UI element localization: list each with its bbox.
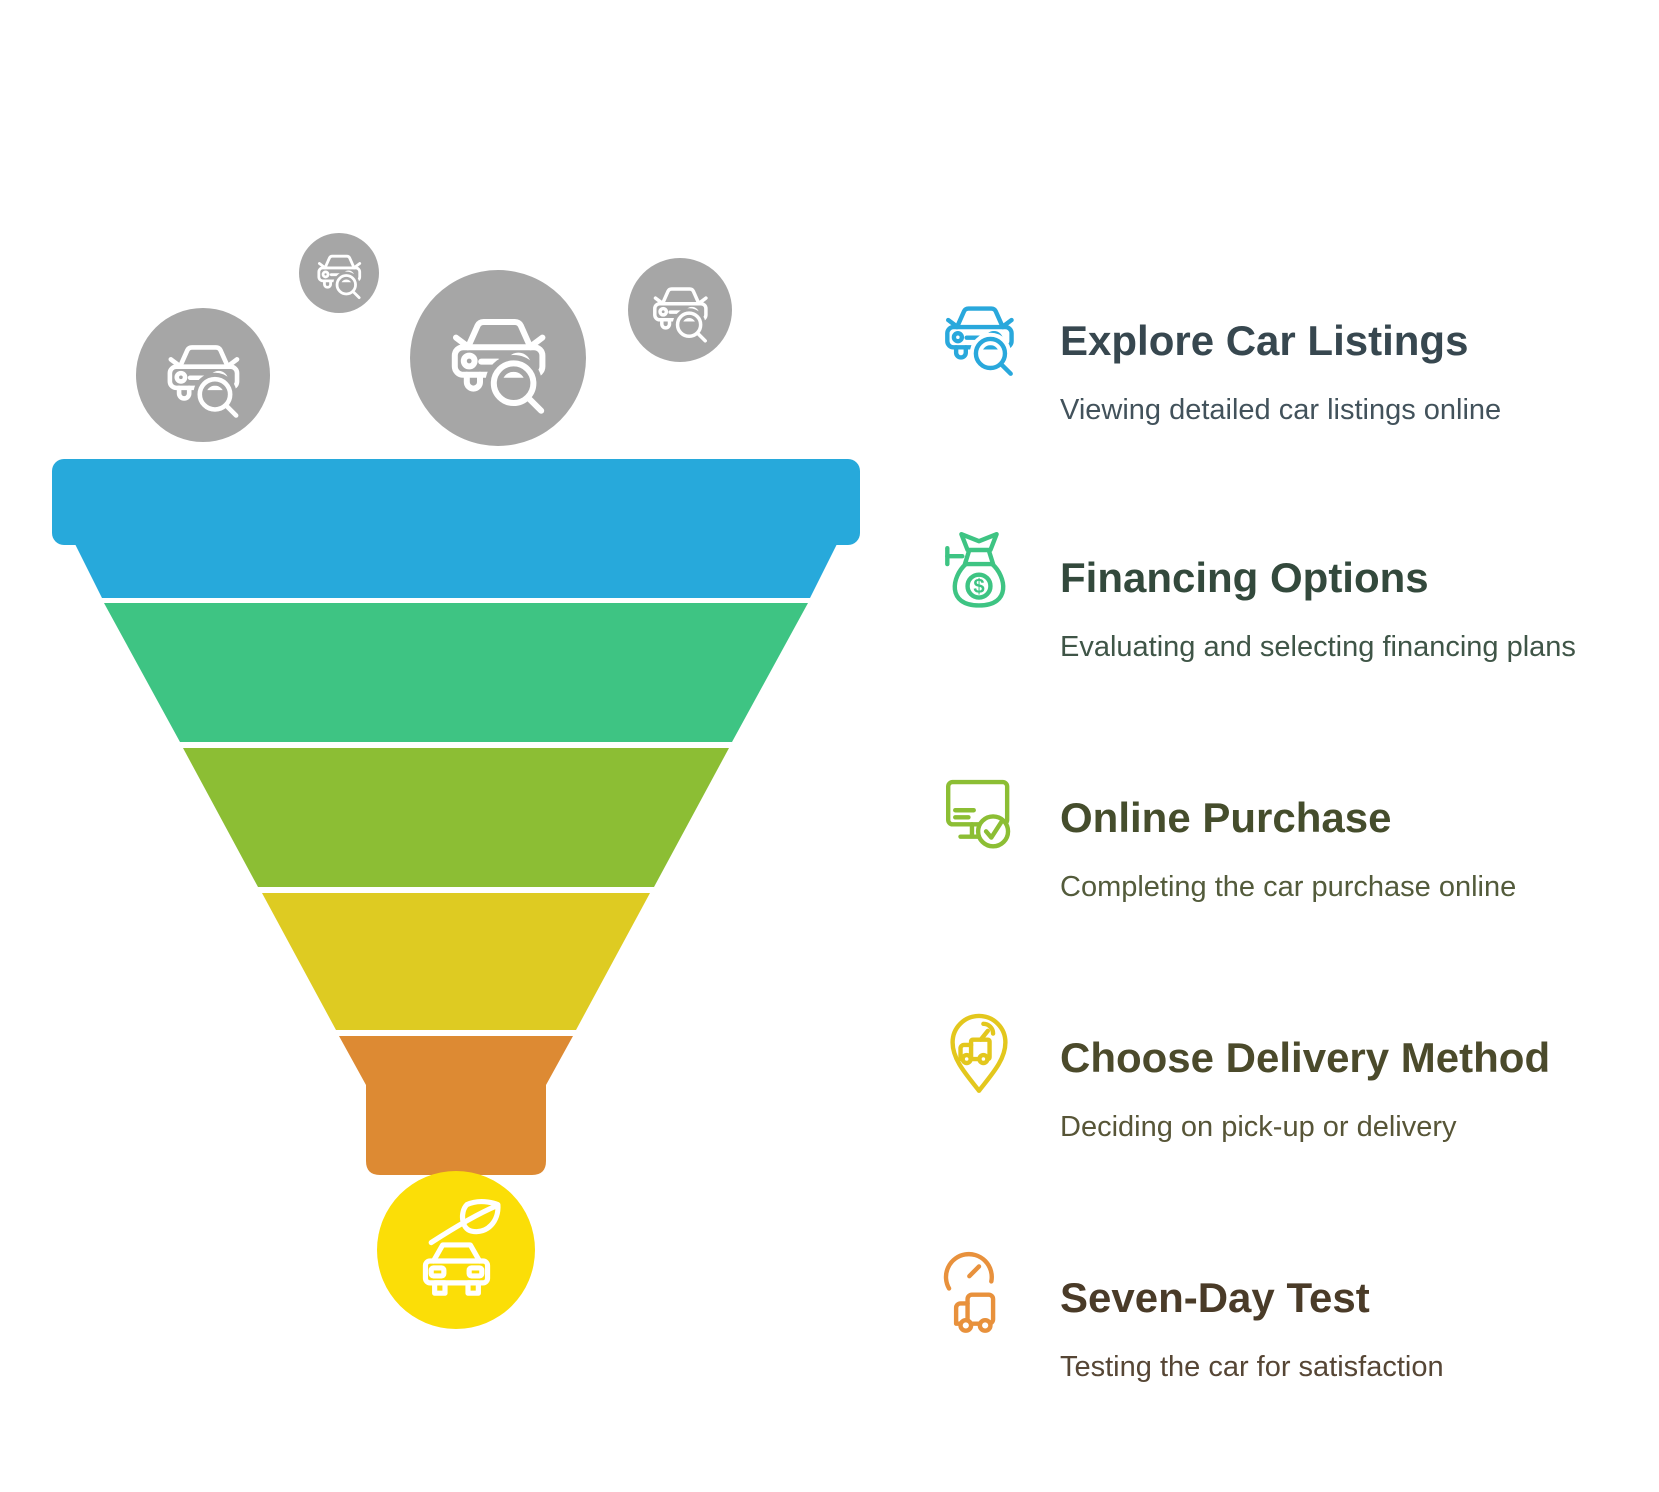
step-choose-delivery-method: Choose Delivery Method Deciding on pick-… bbox=[935, 1008, 1550, 1144]
step-title: Choose Delivery Method bbox=[1060, 1034, 1551, 1081]
funnel-stage-1 bbox=[73, 540, 839, 598]
step-subtitle: Deciding on pick-up or delivery bbox=[1060, 1111, 1457, 1143]
funnel-bubbles bbox=[136, 233, 732, 446]
funnel-stage-5-spout bbox=[339, 1036, 573, 1175]
funnel-svg: $ bbox=[52, 233, 860, 1329]
funnel-stage-2 bbox=[104, 603, 808, 742]
step-explore-car-listings: Explore Car Listings Viewing detailed ca… bbox=[935, 291, 1501, 427]
funnel-stages bbox=[52, 459, 860, 1175]
funnel-stage-3 bbox=[183, 748, 729, 887]
car-search-icon bbox=[935, 291, 1023, 379]
step-subtitle: Testing the car for satisfaction bbox=[1060, 1351, 1444, 1383]
step-subtitle: Evaluating and selecting financing plans bbox=[1060, 631, 1576, 663]
step-title: Seven-Day Test bbox=[1060, 1274, 1370, 1321]
bubble-small bbox=[299, 233, 379, 313]
step-subtitle: Viewing detailed car listings online bbox=[1060, 394, 1502, 426]
step-financing-options: Financing Options Evaluating and selecti… bbox=[935, 528, 1576, 664]
money-bag-icon bbox=[935, 528, 1023, 616]
funnel-rim bbox=[52, 459, 860, 545]
step-online-purchase: Online Purchase Completing the car purch… bbox=[935, 768, 1516, 904]
step-subtitle: Completing the car purchase online bbox=[1060, 871, 1517, 903]
bubble-medium-right bbox=[628, 258, 732, 362]
bubble-medium-left bbox=[136, 308, 270, 442]
bubble-large bbox=[410, 270, 586, 446]
funnel-graphic: $ bbox=[52, 233, 860, 1329]
step-seven-day-test: Seven-Day Test Testing the car for satis… bbox=[935, 1248, 1444, 1384]
funnel-stage-4 bbox=[262, 893, 650, 1030]
step-title: Explore Car Listings bbox=[1060, 317, 1469, 364]
delivery-pin-icon bbox=[935, 1008, 1023, 1096]
step-title: Financing Options bbox=[1060, 554, 1429, 601]
monitor-check-icon bbox=[935, 768, 1023, 856]
step-title: Online Purchase bbox=[1060, 794, 1392, 841]
gauge-truck-icon bbox=[935, 1248, 1023, 1336]
funnel-drop bbox=[377, 1171, 535, 1329]
